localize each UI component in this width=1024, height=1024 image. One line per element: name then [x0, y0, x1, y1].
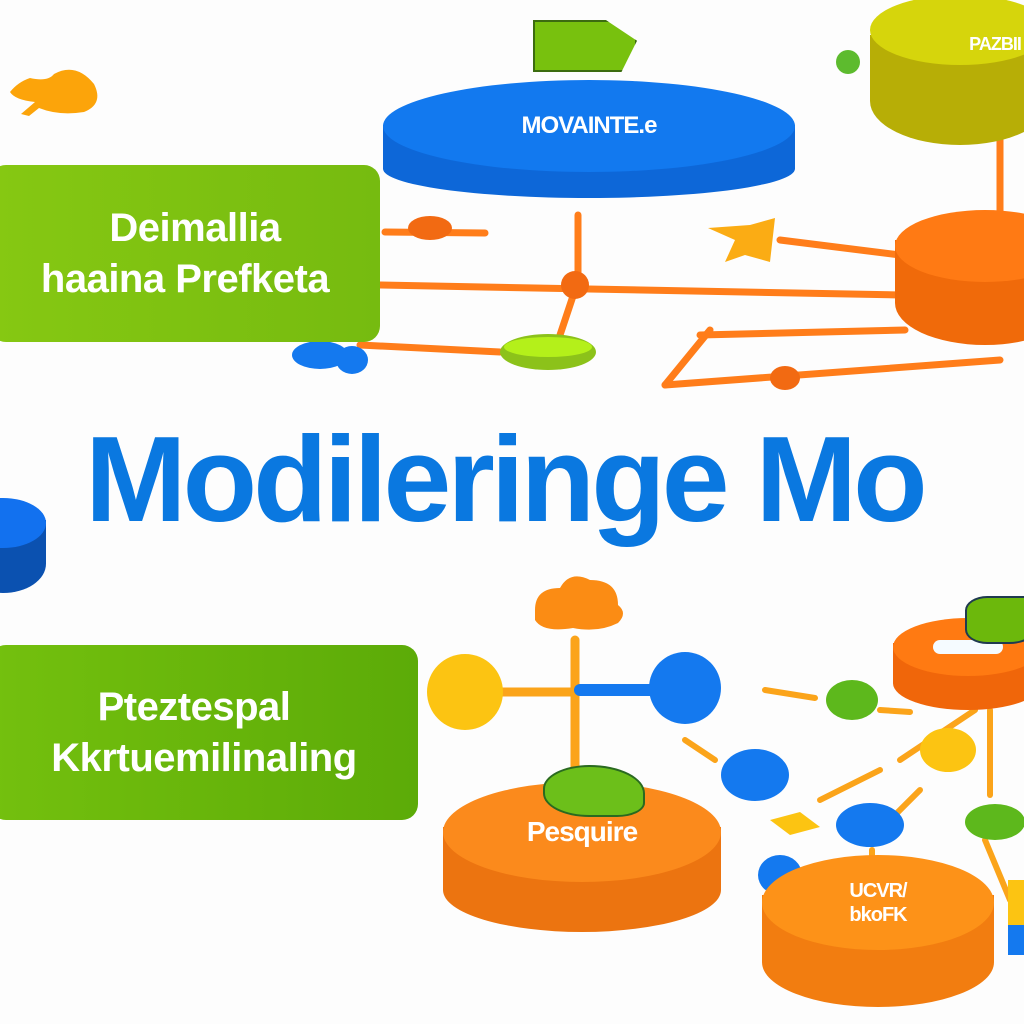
green-leaf-icon: [543, 765, 645, 817]
cylinder-label: UCVR/ bkoFK: [849, 879, 907, 926]
blue-node: [721, 749, 789, 801]
green-leaf-icon: [965, 596, 1024, 644]
bird-icon: [10, 69, 98, 116]
blue-node: [649, 652, 721, 724]
cylinder-bottom-right[interactable]: UCVR/ bkoFK: [762, 855, 994, 1007]
cylinder-label: PAZBII: [969, 33, 1022, 54]
green-node: [965, 804, 1024, 840]
connector-node: [408, 216, 452, 240]
cylinder-top-center[interactable]: MOVAINTE.e: [383, 80, 795, 198]
label-box-line: Kkrtuemilinaling: [51, 735, 357, 780]
green-dot: [836, 50, 860, 74]
cylinder-left-edge[interactable]: [0, 498, 46, 593]
cylinder-label: MOVAINTE.e: [521, 112, 658, 139]
connector-node: [770, 366, 800, 390]
connector-node: [561, 271, 589, 299]
cylinder-label: Pesquire: [526, 816, 638, 847]
yellow-node: [920, 728, 976, 772]
cloud-icon: [535, 576, 623, 630]
label-box-line: haaina Prefketa: [40, 256, 330, 301]
cylinder-right-lower[interactable]: [893, 618, 1024, 710]
label-box-top-left[interactable]: Deimallia haaina Prefketa: [0, 165, 380, 342]
cylinder-bottom-center[interactable]: Pesquire: [443, 782, 721, 932]
cylinder-mid-right[interactable]: [895, 210, 1024, 345]
label-box-bottom-left[interactable]: Pteztespal Kkrtuemilinaling: [0, 645, 418, 820]
blue-node: [836, 803, 904, 847]
page-title: Modileringe Mo: [85, 411, 928, 547]
yellow-node: [427, 654, 503, 730]
label-box-line: Deimallia: [109, 205, 281, 250]
label-box-line: Pteztespal: [97, 684, 291, 729]
star-icon: [708, 218, 775, 262]
cylinder-top-right[interactable]: PAZBII: [870, 0, 1024, 145]
green-node: [826, 680, 878, 720]
